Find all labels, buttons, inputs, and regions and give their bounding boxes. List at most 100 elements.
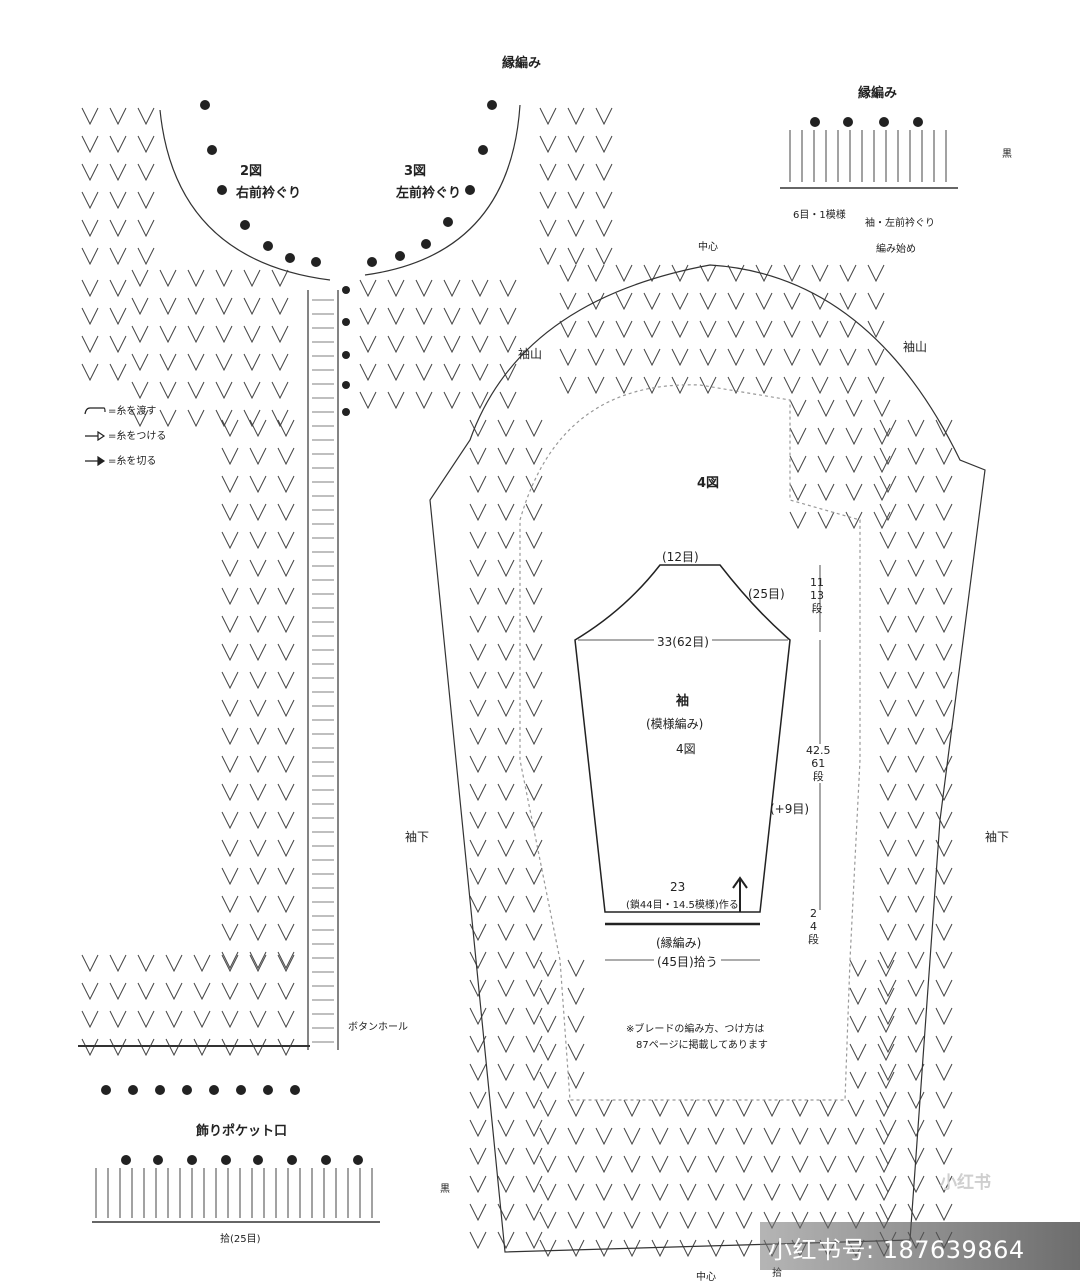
bobble-stitch-symbol	[236, 1085, 246, 1095]
v-stitch-symbol	[525, 1119, 543, 1138]
v-stitch-symbol	[221, 615, 239, 634]
v-stitch-symbol	[277, 895, 295, 914]
v-stitch-symbol	[471, 335, 489, 354]
v-stitch-symbol	[735, 1127, 753, 1146]
v-stitch-symbol	[497, 643, 515, 662]
v-stitch-symbol	[165, 982, 183, 1001]
v-stitch-symbol	[249, 643, 267, 662]
v-stitch-symbol	[879, 1063, 897, 1082]
v-stitch-symbol	[727, 348, 745, 367]
v-stitch-symbol	[783, 292, 801, 311]
v-stitch-symbol	[469, 1147, 487, 1166]
v-stitch-symbol	[651, 1211, 669, 1230]
v-stitch-symbol	[907, 811, 925, 830]
v-stitch-symbol	[249, 699, 267, 718]
v-stitch-symbol	[935, 1147, 953, 1166]
v-stitch-symbol	[755, 292, 773, 311]
v-stitch-symbol	[671, 292, 689, 311]
v-stitch-symbol	[567, 107, 585, 126]
v-stitch-symbol	[755, 264, 773, 283]
v-stitch-symbol	[415, 335, 433, 354]
v-stitch-symbol	[907, 867, 925, 886]
v-stitch-symbol	[595, 219, 613, 238]
bobble-stitch-symbol	[353, 1155, 363, 1165]
v-stitch-symbol	[443, 391, 461, 410]
v-stitch-symbol	[387, 279, 405, 298]
v-stitch-symbol	[249, 783, 267, 802]
v-stitch-symbol	[623, 1183, 641, 1202]
v-stitch-symbol	[387, 363, 405, 382]
v-stitch-symbol	[221, 951, 239, 970]
v-stitch-symbol	[525, 671, 543, 690]
v-stitch-symbol	[567, 987, 585, 1006]
v-stitch-symbol	[679, 1127, 697, 1146]
yarn-pass-icon	[84, 407, 106, 415]
v-stitch-symbol	[249, 671, 267, 690]
v-stitch-symbol	[243, 269, 261, 288]
v-stitch-symbol	[497, 531, 515, 550]
v-stitch-symbol	[137, 1010, 155, 1029]
v-stitch-symbol	[359, 307, 377, 326]
v-stitch-symbol	[879, 811, 897, 830]
v-stitch-symbol	[763, 1099, 781, 1118]
v-stitch-symbol	[847, 1183, 865, 1202]
v-stitch-symbol	[497, 559, 515, 578]
v-stitch-symbol	[187, 269, 205, 288]
v-stitch-symbol	[845, 399, 863, 418]
v-stitch-symbol	[907, 951, 925, 970]
v-stitch-symbol	[277, 503, 295, 522]
v-stitch-symbol	[497, 895, 515, 914]
v-stitch-symbol	[131, 325, 149, 344]
v-stitch-symbol	[819, 1127, 837, 1146]
v-stitch-symbol	[867, 376, 885, 395]
v-stitch-symbol	[415, 391, 433, 410]
v-stitch-symbol	[137, 107, 155, 126]
v-stitch-symbol	[277, 643, 295, 662]
v-stitch-symbol	[221, 475, 239, 494]
v-stitch-symbol	[615, 264, 633, 283]
v-stitch-symbol	[651, 1099, 669, 1118]
v-stitch-symbol	[525, 1007, 543, 1026]
bobble-stitch-symbol	[285, 253, 295, 263]
v-stitch-symbol	[497, 923, 515, 942]
v-stitch-symbol	[469, 587, 487, 606]
v-stitch-symbol	[879, 951, 897, 970]
v-stitch-symbol	[651, 1127, 669, 1146]
v-stitch-symbol	[221, 419, 239, 438]
v-stitch-symbol	[935, 671, 953, 690]
v-stitch-symbol	[525, 1063, 543, 1082]
v-stitch-symbol	[131, 381, 149, 400]
v-stitch-symbol	[221, 531, 239, 550]
yarn-attach-icon	[85, 431, 106, 441]
v-stitch-symbol	[243, 381, 261, 400]
v-stitch-symbol	[359, 391, 377, 410]
v-stitch-symbol	[469, 503, 487, 522]
v-stitch-symbol	[559, 376, 577, 395]
v-stitch-symbol	[497, 1035, 515, 1054]
v-stitch-symbol	[727, 320, 745, 339]
v-stitch-symbol	[525, 951, 543, 970]
v-stitch-symbol	[907, 979, 925, 998]
v-stitch-symbol	[849, 959, 867, 978]
v-stitch-symbol	[707, 1127, 725, 1146]
v-stitch-symbol	[849, 1015, 867, 1034]
v-stitch-symbol	[789, 511, 807, 530]
v-stitch-symbol	[81, 219, 99, 238]
v-stitch-symbol	[879, 587, 897, 606]
v-stitch-symbol	[469, 1175, 487, 1194]
v-stitch-symbol	[879, 1119, 897, 1138]
fig4-label: 4図	[697, 476, 720, 491]
bobble-stitch-symbol	[879, 117, 889, 127]
v-stitch-symbol	[525, 895, 543, 914]
v-stitch-symbol	[497, 1119, 515, 1138]
v-stitch-symbol	[567, 219, 585, 238]
v-stitch-symbol	[271, 409, 289, 428]
v-stitch-symbol	[567, 135, 585, 154]
v-stitch-symbol	[159, 381, 177, 400]
v-stitch-symbol	[877, 1015, 895, 1034]
v-stitch-symbol	[497, 979, 515, 998]
v-stitch-symbol	[249, 587, 267, 606]
v-stitch-symbol	[159, 269, 177, 288]
v-stitch-symbol	[935, 475, 953, 494]
v-stitch-symbol	[81, 163, 99, 182]
